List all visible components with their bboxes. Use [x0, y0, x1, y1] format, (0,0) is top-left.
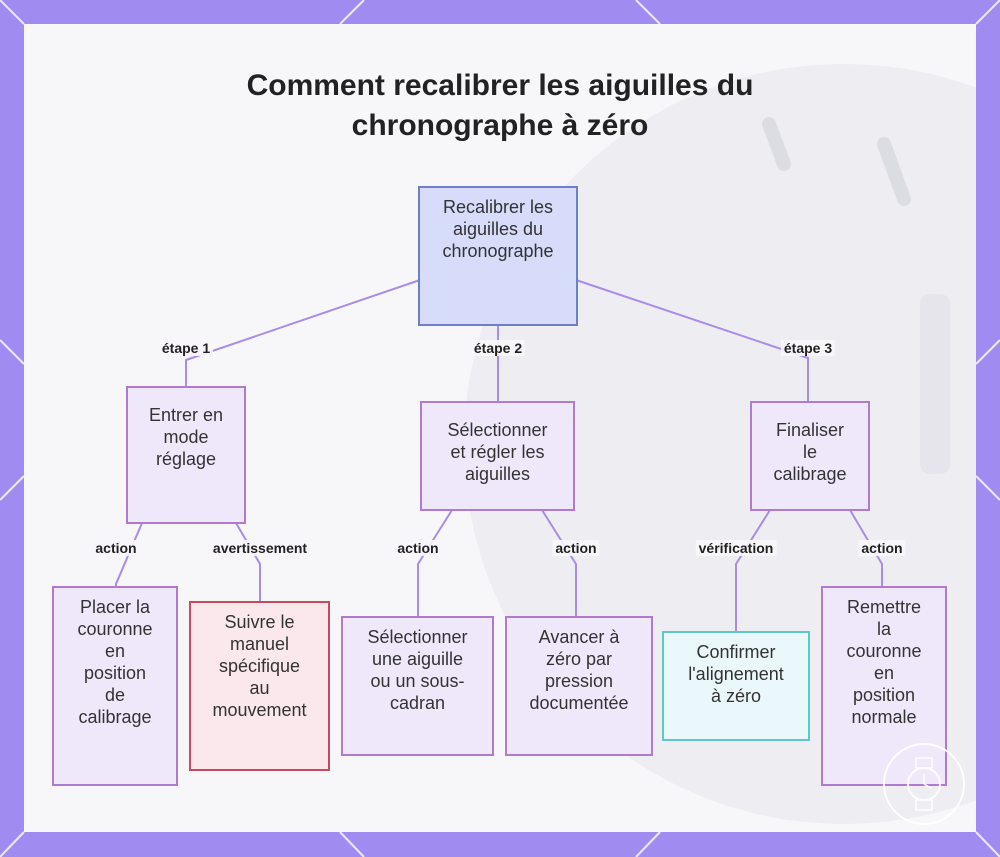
node-line: spécifique [218, 656, 301, 676]
node-line: au [249, 678, 270, 698]
edge-label: action [92, 540, 140, 556]
diagram-title: Comment recalibrer les aiguilles du chro… [24, 66, 976, 146]
edge-label: étape 3 [780, 340, 836, 356]
edge-root-step1 [185, 279, 421, 387]
edge-label: action [858, 540, 906, 556]
node-line: Recalibrer les [442, 197, 554, 217]
node-line: normale [851, 707, 917, 727]
node-line: une aiguille [371, 649, 464, 669]
edge-step3-leaf6 [849, 509, 883, 587]
title-line: chronographe à zéro [351, 109, 649, 142]
watch-logo-icon [883, 743, 965, 825]
node-line: chronographe [442, 241, 554, 261]
node-line: zéro par [545, 649, 613, 669]
node-line: position [852, 685, 916, 705]
node-line: Avancer à [538, 627, 620, 647]
node-line: calibrage [78, 707, 152, 727]
edge-root-step3 [575, 279, 809, 402]
node-line: documentée [529, 693, 629, 713]
node-line: l'alignement [688, 664, 784, 684]
node-line: Entrer en [148, 405, 224, 425]
node-leaf-4: Avancer à zéro par pression documentée [505, 616, 653, 756]
node-line: pression [544, 671, 614, 691]
node-line: et régler les [450, 442, 545, 462]
node-line: calibrage [773, 464, 847, 484]
node-leaf-1: Placer la couronne en position de calibr… [52, 586, 178, 786]
node-line: Suivre le [224, 612, 295, 632]
node-line: Confirmer [696, 642, 776, 662]
diagram-card: Comment recalibrer les aiguilles du chro… [24, 24, 976, 832]
node-line: Sélectionner [447, 420, 548, 440]
node-line: Sélectionner [367, 627, 468, 647]
node-line: aiguilles du [452, 219, 544, 239]
node-leaf-2-warning: Suivre le manuel spécifique au mouvement [189, 601, 330, 771]
edge-label: avertissement [209, 540, 311, 556]
node-line: de [104, 685, 126, 705]
title-line: Comment recalibrer les aiguilles du [246, 69, 754, 102]
node-line: mode [163, 427, 209, 447]
edge-label: étape 2 [470, 340, 526, 356]
node-step-3: Finaliser le calibrage [750, 401, 870, 511]
node-line: à zéro [710, 686, 762, 706]
edge-step1-leaf2 [235, 522, 261, 602]
edge-label: action [394, 540, 442, 556]
node-step-1: Entrer en mode réglage [126, 386, 246, 524]
node-leaf-3: Sélectionner une aiguille ou un sous- ca… [341, 616, 494, 756]
node-line: en [104, 641, 126, 661]
node-line: couronne [77, 619, 153, 639]
edge-label: vérification [695, 540, 777, 556]
node-line: en [873, 663, 895, 683]
node-line: Finaliser [775, 420, 845, 440]
node-line: aiguilles [464, 464, 531, 484]
edge-label: étape 1 [158, 340, 214, 356]
node-line: réglage [155, 449, 217, 469]
edge-label: action [552, 540, 600, 556]
node-line: position [83, 663, 147, 683]
node-line: couronne [846, 641, 922, 661]
node-line: manuel [229, 634, 290, 654]
node-root: Recalibrer les aiguilles du chronographe [418, 186, 578, 326]
node-line: le [802, 442, 817, 462]
edge-step2-leaf3 [417, 509, 453, 617]
node-line: Remettre [846, 597, 922, 617]
node-line: mouvement [212, 700, 307, 720]
node-line: la [876, 619, 891, 639]
edge-step2-leaf4 [541, 509, 577, 617]
node-step-2: Sélectionner et régler les aiguilles [420, 401, 575, 511]
edge-step3-leaf5 [735, 509, 771, 632]
node-leaf-5-verification: Confirmer l'alignement à zéro [662, 631, 810, 741]
node-line: cadran [389, 693, 446, 713]
node-line: Placer la [79, 597, 151, 617]
node-line: ou un sous- [370, 671, 465, 691]
